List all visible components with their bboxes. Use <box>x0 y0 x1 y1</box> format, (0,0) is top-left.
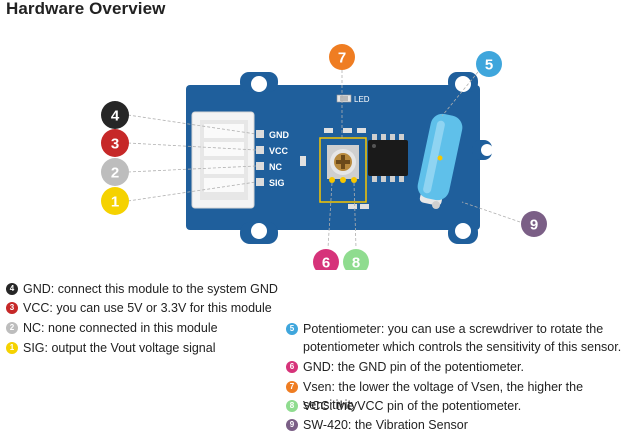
marker-3-label: 3 <box>111 136 119 153</box>
pin-label-gnd: GND <box>269 130 290 140</box>
marker-4-label: 4 <box>111 108 120 125</box>
marker-7-label: 7 <box>338 50 346 67</box>
marker-7 <box>329 44 355 70</box>
mount-hole-top-right <box>455 76 471 92</box>
legend-number-badge: 8 <box>286 400 298 412</box>
marker-3 <box>101 129 129 157</box>
legend-text: Potentiometer: you can use a screwdriver… <box>303 322 622 354</box>
pin-label-sig: SIG <box>269 178 285 188</box>
mount-hole-bottom-right <box>455 223 471 239</box>
marker-6-label: 6 <box>322 255 330 271</box>
legend-item: 9 SW-420: the Vibration Sensor <box>286 416 468 434</box>
legend-item: 1 SIG: output the Vout voltage signal <box>6 339 216 357</box>
page-title: Hardware Overview <box>6 0 166 18</box>
legend-number-badge: 3 <box>6 302 18 314</box>
pin-label-nc: NC <box>269 162 282 172</box>
legend-item: 4 GND: connect this module to the system… <box>6 280 278 298</box>
legend-number-badge: 1 <box>6 342 18 354</box>
marker-1-label: 1 <box>111 194 119 211</box>
legend-item: 8 VCC: the VCC pin of the potentiometer. <box>286 397 521 415</box>
potentiometer <box>319 137 367 203</box>
pin-pads <box>256 130 264 186</box>
smd-components <box>300 128 369 209</box>
legend-text: GND: the GND pin of the potentiometer. <box>303 360 524 374</box>
marker-2-label: 2 <box>111 165 119 182</box>
led-label: LED <box>354 95 370 104</box>
marker-8 <box>343 249 369 270</box>
legend-number-badge: 9 <box>286 419 298 431</box>
legend-number-badge: 7 <box>286 381 298 393</box>
legend-item: 5 Potentiometer: you can use a screwdriv… <box>286 320 626 356</box>
legend-item: 3 VCC: you can use 5V or 3.3V for this m… <box>6 299 272 317</box>
marker-5-label: 5 <box>485 57 493 74</box>
marker-5 <box>476 51 502 77</box>
legend-text: Vsen: the lower the voltage of Vsen, the… <box>303 380 584 412</box>
mount-hole-bottom-left <box>251 223 267 239</box>
legend-text: VCC: the VCC pin of the potentiometer. <box>303 399 522 413</box>
vibration-sensor <box>417 113 463 209</box>
marker-4 <box>101 101 129 129</box>
legend-number-badge: 2 <box>6 322 18 334</box>
marker-9-label: 9 <box>530 217 538 234</box>
legend-number-badge: 5 <box>286 323 298 335</box>
marker-8-label: 8 <box>352 255 360 271</box>
marker-6 <box>313 249 339 270</box>
marker-1 <box>101 187 129 215</box>
legend-number-badge: 4 <box>6 283 18 295</box>
marker-2 <box>101 158 129 186</box>
pin-label-vcc: VCC <box>269 146 289 156</box>
hardware-diagram: GND VCC NC SIG LED <box>101 44 547 270</box>
comparator-ic <box>368 134 408 182</box>
legend-number-badge: 6 <box>286 361 298 373</box>
mount-hole-top-left <box>251 76 267 92</box>
led <box>336 94 352 103</box>
marker-9 <box>521 211 547 237</box>
legend-text: GND: connect this module to the system G… <box>23 282 278 296</box>
leader-lines <box>127 70 521 249</box>
callout-markers: 4 3 2 1 7 5 6 8 9 <box>101 44 547 270</box>
legend-text: SIG: output the Vout voltage signal <box>23 341 216 355</box>
grove-connector <box>191 111 255 209</box>
legend-text: SW-420: the Vibration Sensor <box>303 418 468 432</box>
legend-text: NC: none connected in this module <box>23 321 218 335</box>
legend-item: 7 Vsen: the lower the voltage of Vsen, t… <box>286 378 640 414</box>
legend-text: VCC: you can use 5V or 3.3V for this mod… <box>23 301 272 315</box>
legend-item: 2 NC: none connected in this module <box>6 319 218 337</box>
legend-item: 6 GND: the GND pin of the potentiometer. <box>286 358 524 376</box>
